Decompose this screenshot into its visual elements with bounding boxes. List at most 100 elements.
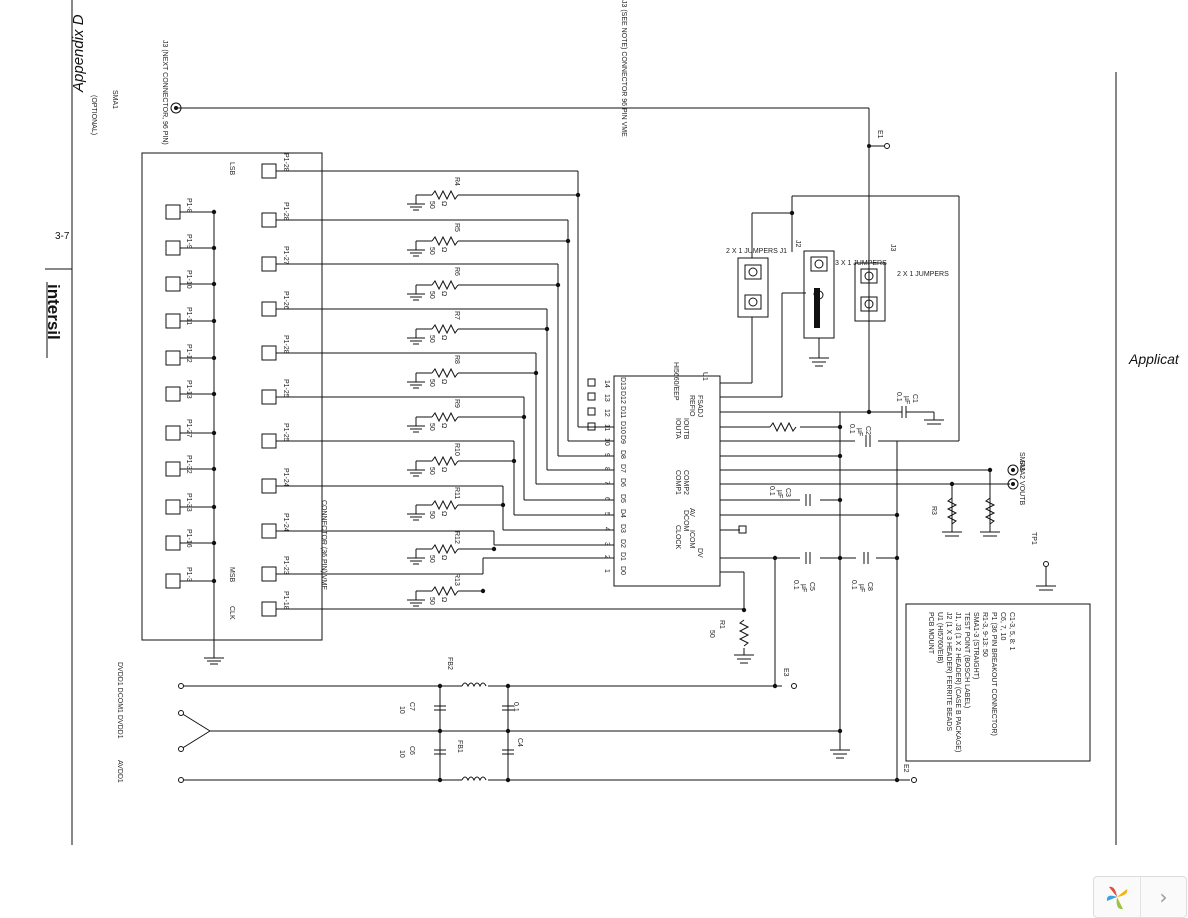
ic-pad	[587, 407, 596, 416]
resistor-unit: Ω	[440, 597, 447, 602]
fb1-label: FB1	[456, 740, 463, 753]
j3-left-pin-label: P1-3	[185, 567, 192, 582]
j3-right-pin	[261, 163, 277, 179]
cap-value: 0.1	[768, 486, 775, 496]
j3-left-pin-group: P1-8P1-9P1-10P1-11P1-12P1-13P1-27P1-32P1…	[165, 198, 217, 589]
resistor-value: 50	[428, 201, 435, 209]
j3-left-pin	[165, 350, 181, 366]
ic-inner-label: DV	[696, 548, 703, 558]
jumper-j3	[854, 262, 886, 322]
note-line: U1 (HI5760/EIB)	[936, 612, 943, 663]
j3-left-pin	[165, 276, 181, 292]
c7-label: C7	[408, 702, 415, 711]
j3-right-pin-label: P1-27	[282, 246, 289, 265]
ic-pad	[587, 422, 596, 431]
j3-right-pin	[261, 566, 277, 582]
top-vertical-label: J3 (SEE NOTE) CONNECTOR 96 PIN VME	[620, 0, 627, 137]
j2-shunt	[814, 288, 820, 328]
j3-right-pin-label: P1-18	[282, 591, 289, 610]
resistor-symbol	[431, 411, 459, 423]
chevron-right-icon[interactable]: ›	[1159, 885, 1168, 909]
ic-pin-number: 10	[603, 438, 610, 446]
resistor-symbol	[431, 279, 459, 291]
resistor-value: 50	[428, 379, 435, 387]
cap-unit: µF	[800, 584, 807, 592]
cap-value: 0.1	[895, 392, 902, 402]
sma2-label: SMA2 VOUTB	[1018, 460, 1025, 505]
cap-ref: C2	[864, 426, 871, 435]
j3-left-pin	[165, 461, 181, 477]
cap-unit: µF	[776, 490, 783, 498]
j3-right-pin	[261, 256, 277, 272]
ic-inner-label: FSADJ	[696, 395, 703, 417]
ic-inner-label: IOUTB	[682, 418, 689, 440]
j3-right-pin	[261, 601, 277, 617]
cap-ref: C8	[866, 582, 873, 591]
ic-inner-label: AV	[688, 508, 695, 517]
ic-pin-name: D9	[619, 435, 626, 444]
viewer-logo-icon	[1094, 877, 1141, 917]
j3-left-pin-label: P1-32	[185, 455, 192, 474]
resistor-symbol	[431, 455, 459, 467]
resistor-symbol	[431, 323, 459, 335]
j3-right-pin	[261, 389, 277, 405]
j3-right-pin	[261, 212, 277, 228]
sma3-label: SMA3	[1018, 452, 1025, 471]
resistor-ref: R6	[453, 267, 460, 276]
j3-left-pin-label: P1-27	[185, 419, 192, 438]
j3-left-pin-label: P1-12	[185, 344, 192, 363]
j3-right-pin	[261, 478, 277, 494]
c6-label: C6	[408, 746, 415, 755]
ic-pin-number: 5	[603, 512, 610, 516]
cap-unit: µF	[903, 396, 910, 404]
ic-pin-number: 8	[603, 467, 610, 471]
ic-pin-name: D7	[619, 464, 626, 473]
appendix-title: Appendix D	[70, 14, 87, 92]
ic-pad	[587, 392, 596, 401]
ic-inner-label: IOUTA	[674, 418, 681, 439]
ic-inner-label: COMP2	[682, 470, 689, 495]
c5-value: 0.1	[512, 702, 519, 712]
ic-pin-number: 14	[603, 380, 610, 388]
j3-lsb-label: LSB	[228, 162, 235, 176]
note-line: C1-3, 5, 8: 1	[1008, 612, 1015, 651]
cap-value: 0.1	[792, 580, 799, 590]
resistor-symbol	[431, 499, 459, 511]
ic-inner-label: COMP1	[674, 470, 681, 495]
j3-left-pin-label: P1-8	[185, 198, 192, 213]
j3-label: 2 X 1 JUMPERS	[897, 271, 949, 278]
j3-left-pin-label: P1-10	[185, 270, 192, 289]
ic-pin-name: D0	[619, 566, 626, 575]
j2-ref: J2	[794, 240, 801, 248]
cap-value: 0.1	[848, 424, 855, 434]
ic-inner-label: DCOM	[682, 510, 689, 532]
j1-label: 2 X 1 JUMPERS J1	[726, 248, 787, 255]
cap-ref: C3	[784, 488, 791, 497]
ic-pin-number: 9	[603, 453, 610, 457]
cap-ref: C5	[808, 582, 815, 591]
r1-label: R1	[718, 620, 725, 629]
j3-right-pin-label: P1-25	[282, 423, 289, 442]
resistor-value: 50	[428, 247, 435, 255]
resistor-ref: R8	[453, 355, 460, 364]
resistor-ref: R5	[453, 223, 460, 232]
j3-right-pin-label: P1-28	[282, 153, 289, 172]
ic-pin-number: 3	[603, 542, 610, 546]
notes-box	[905, 603, 1091, 762]
note-line: J2 (1 X 3 HEADER) FERRITE BEADS	[945, 612, 952, 731]
j3-right-pin-group: P1-28P1-28P1-27P1-26P1-28P1-25P1-25P1-24…	[261, 153, 745, 617]
resistor-symbol	[431, 235, 459, 247]
resistor-ref: R13	[453, 573, 460, 586]
resistor-ref: R11	[453, 487, 460, 499]
cap-value: 0.1	[850, 580, 857, 590]
right-edge-text: CONNECTOR (36 PIN) VME	[320, 500, 327, 590]
c7-value: 10	[398, 706, 405, 714]
j3-right-pin	[261, 301, 277, 317]
next-page-button[interactable]: ›	[1093, 876, 1187, 918]
j3-msb-label: MSB	[228, 567, 235, 583]
ic-pin-name: D5	[619, 494, 626, 503]
ic-pin-name: D13	[619, 377, 626, 390]
resistor-ref: R7	[453, 311, 460, 320]
